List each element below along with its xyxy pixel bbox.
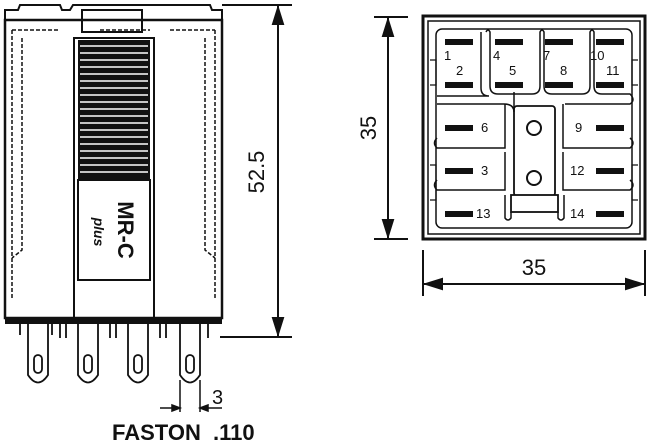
pin-label-2: 2 <box>456 63 463 78</box>
pin-label-4: 4 <box>493 48 500 63</box>
pin-width-dimension <box>160 380 222 413</box>
pin-label-3: 3 <box>481 163 488 178</box>
channel-outline <box>435 28 633 229</box>
pin-label-11: 11 <box>606 63 620 78</box>
bottom-height-value: 35 <box>356 116 381 140</box>
pins <box>19 324 209 384</box>
pin-label-8: 8 <box>560 63 567 78</box>
pin-label-1: 1 <box>444 48 451 63</box>
pin-label-14: 14 <box>570 206 584 221</box>
pin-label-9: 9 <box>575 120 582 135</box>
bottom-height-dimension <box>374 16 408 240</box>
pin-width-value: 3 <box>212 387 223 409</box>
pin-label-13: 13 <box>476 206 490 221</box>
bottom-view <box>421 14 647 241</box>
bottom-width-dimension <box>422 250 646 296</box>
pin-label-6: 6 <box>481 120 488 135</box>
side-view <box>3 4 224 384</box>
ribbed-area <box>78 40 150 180</box>
brand-sub-text: plus <box>91 217 107 247</box>
top-cap <box>4 4 223 21</box>
inner-dash-right <box>204 30 216 300</box>
brand-plate <box>77 179 151 281</box>
pin-label-10: 10 <box>590 48 604 63</box>
pin-label-5: 5 <box>509 63 516 78</box>
height-value: 52.5 <box>244 151 269 194</box>
pin-label-12: 12 <box>570 163 584 178</box>
pin-contacts <box>445 39 624 217</box>
brand-text: MR-C <box>113 201 138 259</box>
bottom-width-value: 35 <box>522 255 546 280</box>
pin-label-7: 7 <box>543 48 550 63</box>
outer-frame <box>421 14 647 241</box>
pin-labels: 1 2 4 5 7 8 10 11 6 9 3 12 13 14 <box>444 48 620 221</box>
ribs <box>80 45 148 173</box>
base-strip <box>5 318 222 324</box>
inner-dash-left <box>11 30 23 300</box>
terminal-label: FASTON .110 <box>112 420 255 445</box>
height-dimension <box>220 4 292 338</box>
inner-frame <box>427 20 641 235</box>
